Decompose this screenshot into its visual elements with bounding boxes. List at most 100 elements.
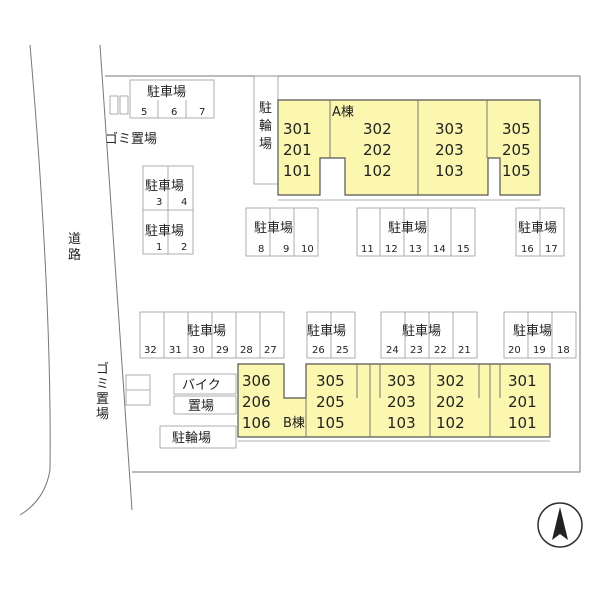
svg-text:102: 102 <box>436 414 465 432</box>
svg-text:201: 201 <box>508 393 537 411</box>
svg-text:205: 205 <box>316 393 345 411</box>
parking-top-left: 駐車場 5 6 7 <box>129 79 215 119</box>
garbage-area-bottom: ゴ ミ 置 場 <box>96 361 151 422</box>
svg-text:道: 道 <box>68 232 81 247</box>
svg-text:31: 31 <box>169 345 182 356</box>
svg-text:駐車場: 駐車場 <box>187 324 226 339</box>
svg-text:101: 101 <box>283 162 312 180</box>
svg-text:10: 10 <box>301 244 314 255</box>
garbage-area-top: ゴミ置場 <box>105 95 157 147</box>
svg-text:18: 18 <box>557 345 570 356</box>
svg-text:駐車場: 駐車場 <box>518 221 557 236</box>
svg-text:24: 24 <box>386 345 399 356</box>
svg-text:駐輪場: 駐輪場 <box>172 430 211 446</box>
svg-text:6: 6 <box>171 107 177 118</box>
svg-text:203: 203 <box>387 393 416 411</box>
svg-text:27: 27 <box>264 345 277 356</box>
svg-text:1: 1 <box>156 242 162 253</box>
svg-text:202: 202 <box>436 393 465 411</box>
svg-text:305: 305 <box>502 120 531 138</box>
svg-text:302: 302 <box>436 372 465 390</box>
bike-parking-b: 駐輪場 <box>159 425 237 449</box>
svg-text:203: 203 <box>435 141 464 159</box>
svg-text:ゴミ置場: ゴミ置場 <box>105 131 157 147</box>
road-edge-left <box>19 44 51 516</box>
svg-text:駐車場: 駐車場 <box>388 221 427 236</box>
svg-text:26: 26 <box>312 345 325 356</box>
road-edge-right <box>99 44 133 511</box>
svg-text:22: 22 <box>434 345 447 356</box>
svg-text:201: 201 <box>283 141 312 159</box>
svg-text:301: 301 <box>508 372 537 390</box>
svg-text:102: 102 <box>363 162 392 180</box>
svg-text:16: 16 <box>521 244 534 255</box>
svg-text:輪: 輪 <box>259 118 272 134</box>
site-boundary <box>105 75 581 473</box>
svg-text:駐車場: 駐車場 <box>145 179 184 194</box>
svg-text:15: 15 <box>457 244 470 255</box>
svg-text:ゴ: ゴ <box>96 361 109 377</box>
svg-text:19: 19 <box>533 345 546 356</box>
svg-text:A棟: A棟 <box>332 105 354 120</box>
svg-text:25: 25 <box>336 345 349 356</box>
svg-text:5: 5 <box>141 107 147 118</box>
parking-low-2: 駐車場 26 25 <box>306 311 356 359</box>
svg-text:駐車場: 駐車場 <box>402 324 441 339</box>
motorbike-parking: バイク 置場 <box>173 373 237 415</box>
svg-text:305: 305 <box>316 372 345 390</box>
svg-text:105: 105 <box>316 414 345 432</box>
svg-text:2: 2 <box>181 242 187 253</box>
svg-text:202: 202 <box>363 141 392 159</box>
svg-text:301: 301 <box>283 120 312 138</box>
svg-text:駐車場: 駐車場 <box>307 324 346 339</box>
svg-text:101: 101 <box>508 414 537 432</box>
bike-parking-a: 駐 輪 場 <box>253 75 279 185</box>
svg-text:105: 105 <box>502 162 531 180</box>
svg-text:206: 206 <box>242 393 271 411</box>
svg-text:駐車場: 駐車場 <box>513 324 552 339</box>
svg-text:9: 9 <box>283 244 289 255</box>
svg-text:28: 28 <box>240 345 253 356</box>
svg-text:路: 路 <box>68 247 81 263</box>
svg-text:場: 場 <box>259 137 272 152</box>
parking-low-3: 駐車場 24 23 22 21 <box>380 311 478 359</box>
svg-text:303: 303 <box>435 120 464 138</box>
parking-mid-3: 駐車場 16 17 <box>515 207 565 257</box>
building-a: A棟 301 201 101 302 202 102 303 203 103 3… <box>277 99 541 201</box>
svg-text:303: 303 <box>387 372 416 390</box>
svg-text:12: 12 <box>385 244 398 255</box>
svg-text:20: 20 <box>508 345 521 356</box>
svg-text:ミ: ミ <box>96 377 109 392</box>
svg-text:場: 場 <box>96 407 109 422</box>
svg-text:32: 32 <box>144 345 157 356</box>
parking-low-1: 駐車場 32 31 30 29 28 27 <box>139 311 285 359</box>
svg-text:29: 29 <box>216 345 229 356</box>
svg-text:30: 30 <box>192 345 205 356</box>
svg-text:23: 23 <box>410 345 423 356</box>
svg-text:13: 13 <box>409 244 422 255</box>
svg-text:B棟: B棟 <box>283 416 305 431</box>
parking-mid-2: 駐車場 11 12 13 14 15 <box>356 207 476 257</box>
svg-text:置: 置 <box>96 392 109 407</box>
svg-text:駐: 駐 <box>259 101 272 116</box>
svg-text:8: 8 <box>258 244 264 255</box>
svg-text:21: 21 <box>458 345 471 356</box>
svg-text:306: 306 <box>242 372 271 390</box>
svg-text:4: 4 <box>181 197 187 208</box>
svg-text:バイク: バイク <box>182 378 221 393</box>
parking-left: 駐車場 3 4 駐車場 1 2 <box>142 165 194 255</box>
road-label: 道 路 <box>68 232 81 263</box>
svg-text:7: 7 <box>199 107 205 118</box>
building-b: B棟 306 206 106 305 205 105 303 203 103 3… <box>237 363 551 442</box>
svg-text:11: 11 <box>361 244 374 255</box>
svg-text:103: 103 <box>387 414 416 432</box>
svg-text:103: 103 <box>435 162 464 180</box>
svg-text:302: 302 <box>363 120 392 138</box>
svg-text:駐車場: 駐車場 <box>145 224 184 239</box>
svg-text:駐車場: 駐車場 <box>254 221 293 236</box>
svg-text:17: 17 <box>545 244 558 255</box>
svg-text:14: 14 <box>433 244 446 255</box>
svg-text:駐車場: 駐車場 <box>147 85 186 100</box>
parking-low-4: 駐車場 20 19 18 <box>503 311 577 359</box>
